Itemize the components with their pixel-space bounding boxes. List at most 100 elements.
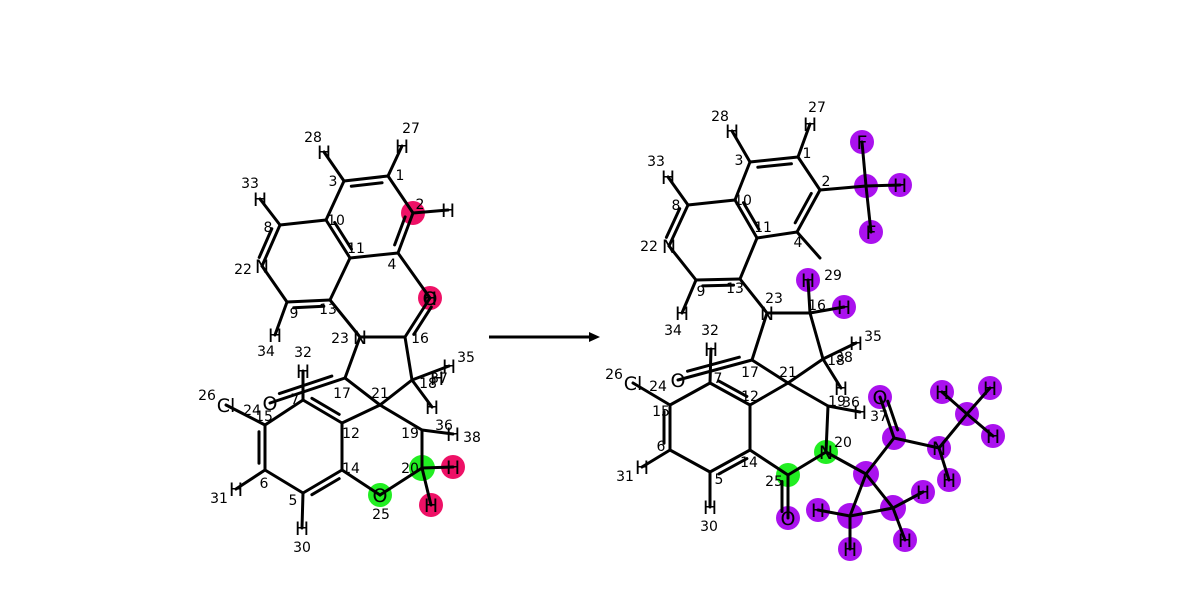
bond-rCb-rHb2: [891, 506, 907, 542]
atom-index-r28: 28: [711, 109, 729, 125]
bond-rNam-rMe: [937, 412, 969, 450]
atom-index-l31: 31: [210, 491, 228, 507]
bond-l9-l13: [292, 304, 326, 310]
bond-rCam-rOam: [878, 395, 896, 440]
atom-index-r37: 37: [870, 409, 888, 425]
bond-r18-r38: [821, 357, 843, 390]
atom-label-l36: H: [425, 397, 439, 419]
atom-index-r29: 29: [824, 268, 842, 284]
bond-r16-r29: [806, 278, 812, 315]
atom-label-lH20b: H: [424, 495, 438, 517]
atom-label-rF1: F: [857, 132, 868, 154]
atom-index-r9: 9: [697, 284, 706, 300]
atom-label-l29: H: [423, 288, 437, 310]
atom-index-l19: 19: [401, 426, 419, 442]
bond-rCam-rNam: [892, 436, 941, 450]
atom-index-r14: 14: [740, 455, 758, 471]
atom-label-l35: H: [442, 356, 456, 378]
bond-r13-r11: [738, 236, 759, 281]
bond-r17-r23: [750, 311, 769, 362]
atom-label-r30: H: [703, 497, 717, 519]
atom-index-l26: 26: [198, 388, 216, 404]
atom-index-l16: 16: [411, 331, 429, 347]
atom-label-r20: N: [819, 442, 833, 464]
atom-index-l13: 13: [319, 302, 337, 318]
atom-label-r35: H: [849, 333, 863, 355]
bond-r8-r22: [664, 207, 682, 239]
atom-index-r16: 16: [808, 298, 826, 314]
bond-r11-r10: [733, 198, 759, 240]
atom-index-r8: 8: [672, 198, 681, 214]
bond-r2-rCF: [818, 184, 868, 192]
atom-index-l24: 24: [243, 403, 261, 419]
atom-label-rNam: N: [932, 438, 946, 460]
bond-r21-r17: [750, 358, 790, 385]
bond-l13-l11: [328, 256, 352, 302]
bond-l5-l30: [300, 491, 305, 530]
bond-l2-l4: [396, 211, 415, 255]
bond-l3-l1: [349, 181, 384, 188]
atom-index-r24: 24: [649, 379, 667, 395]
atom-index-r4: 4: [794, 235, 803, 251]
atom-label-r34: H: [675, 303, 689, 325]
atom-index-l17: 17: [333, 386, 351, 402]
atom-label-l23: N: [353, 327, 367, 349]
atom-label-r24: Cl: [624, 373, 643, 395]
bond-l21-l17: [343, 376, 382, 407]
atom-label-l28: H: [317, 142, 331, 164]
bond-l12-l21: [340, 403, 382, 425]
bond-r18-r35: [821, 341, 858, 361]
bond-l1-l27: [386, 144, 404, 178]
bond-l22-l9: [260, 264, 289, 304]
bond-r8-r22: [667, 203, 690, 248]
bond-r17-rO17: [676, 358, 754, 382]
bond-r10-r3: [733, 160, 752, 202]
bond-r17-rO17: [686, 355, 741, 373]
atom-index-r23: 23: [765, 291, 783, 307]
atom-index-r15: 15: [652, 404, 670, 420]
atom-label-l37: H: [430, 368, 444, 390]
atom-label-rHcf: H: [893, 175, 907, 197]
atom-index-r10: 10: [734, 193, 752, 209]
atom-index-r5: 5: [715, 472, 724, 488]
atom-index-l21: 21: [371, 386, 389, 402]
atom-labels: NNClOHHHHHHHHHHHHOOHHHNNNClHHHHHHHHHHHOO…: [217, 114, 1000, 561]
bond-r4-r4h: [795, 230, 822, 260]
bond-r19-r36: [826, 404, 862, 414]
atom-index-l35: 35: [457, 350, 475, 366]
bond-r25-r14: [748, 448, 790, 477]
bond-r11-r10: [741, 201, 761, 231]
bond-rQ-rCb: [864, 472, 895, 510]
bond-l8-l33: [258, 197, 282, 227]
bond-r2-r4: [793, 191, 813, 225]
atom-label-l22: N: [255, 256, 269, 278]
bond-l25-l14: [340, 468, 382, 497]
bond-l4-l11: [348, 251, 400, 260]
atom-label-l34: H: [268, 325, 282, 347]
atom-index-r32: 32: [701, 323, 719, 339]
atom-index-l6: 6: [260, 476, 269, 492]
atom-label-rOam: O: [873, 387, 888, 409]
bond-l4-l29: [396, 251, 432, 300]
bond-r5-r14: [717, 457, 749, 476]
atom-label-l31: H: [229, 479, 243, 501]
atom-index-r36: 36: [842, 395, 860, 411]
bond-r16-r18: [808, 311, 825, 361]
bond-rCb-rHb1: [891, 490, 925, 510]
atom-index-l4: 4: [388, 257, 397, 273]
atom-index-l10: 10: [327, 213, 345, 229]
atom-index-l14: 14: [342, 461, 360, 477]
bond-r3-r1: [756, 162, 793, 169]
atom-label-r32: H: [704, 339, 718, 361]
atom-index-r33: 33: [647, 154, 665, 170]
atom-index-r6: 6: [657, 439, 666, 455]
atom-label-l30: H: [295, 518, 309, 540]
atom-label-l25: O: [373, 485, 388, 507]
bond-r16-rH16b: [808, 305, 846, 315]
atom-index-r13: 13: [726, 281, 744, 297]
atom-index-l34: 34: [257, 344, 275, 360]
bond-r4-r11: [755, 230, 799, 240]
atom-label-r31: H: [635, 457, 649, 479]
bond-l5-l14: [310, 477, 341, 497]
